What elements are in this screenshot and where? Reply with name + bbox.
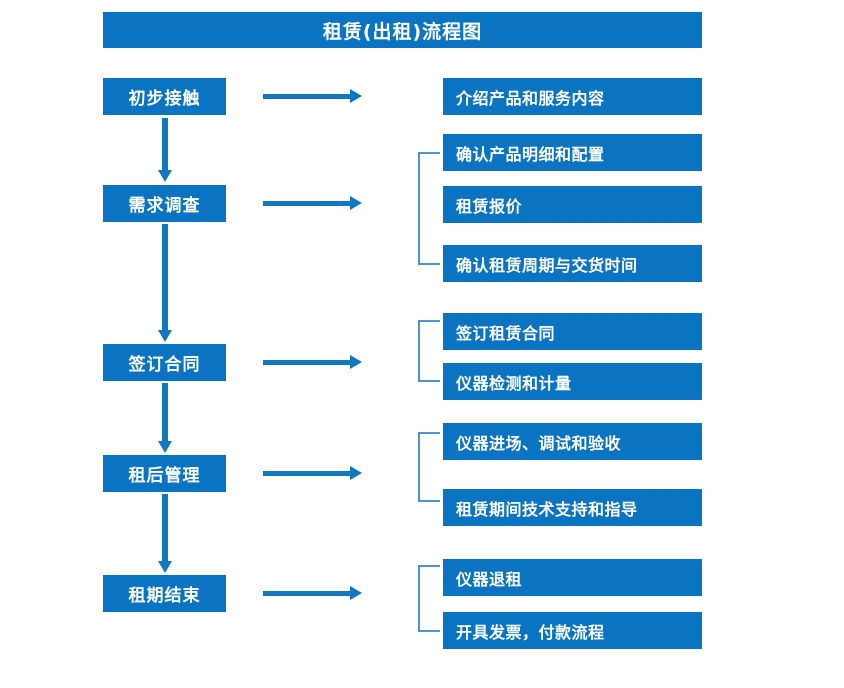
arrow-head-down-icon	[158, 441, 172, 453]
horizontal-arrow-4	[263, 466, 362, 480]
detail-box-9[interactable]: 仪器退租	[443, 559, 702, 596]
stage-box-1[interactable]: 初步接触	[103, 78, 226, 115]
group-bracket-requirements	[418, 152, 440, 265]
arrow-head-down-icon	[158, 330, 172, 342]
horizontal-arrow-5	[263, 586, 362, 600]
detail-box-1[interactable]: 介绍产品和服务内容	[443, 78, 702, 115]
arrow-shaft	[162, 224, 168, 330]
group-bracket-contract	[418, 320, 440, 382]
diagram-title: 租赁(出租)流程图	[103, 12, 702, 48]
vertical-arrow-1	[158, 118, 172, 182]
stage-box-5[interactable]: 租期结束	[103, 575, 226, 612]
detail-box-8[interactable]: 租赁期间技术支持和指导	[443, 489, 702, 526]
horizontal-arrow-3	[263, 355, 362, 369]
horizontal-arrow-1	[263, 89, 362, 103]
arrow-shaft	[263, 360, 352, 365]
group-bracket-end-of-term	[418, 565, 440, 632]
arrow-head-right-icon	[350, 355, 362, 369]
detail-box-5[interactable]: 签订租赁合同	[443, 313, 702, 350]
horizontal-arrow-2	[263, 196, 362, 210]
arrow-shaft	[162, 383, 168, 441]
arrow-shaft	[263, 591, 352, 596]
vertical-arrow-4	[158, 494, 172, 573]
arrow-shaft	[162, 494, 168, 561]
detail-box-7[interactable]: 仪器进场、调试和验收	[443, 423, 702, 460]
arrow-head-right-icon	[350, 196, 362, 210]
arrow-shaft	[263, 471, 352, 476]
arrow-head-right-icon	[350, 89, 362, 103]
vertical-arrow-3	[158, 383, 172, 453]
detail-box-2[interactable]: 确认产品明细和配置	[443, 134, 702, 171]
detail-box-6[interactable]: 仪器检测和计量	[443, 363, 702, 400]
arrow-head-down-icon	[158, 561, 172, 573]
arrow-shaft	[162, 118, 168, 170]
arrow-head-down-icon	[158, 170, 172, 182]
arrow-shaft	[263, 94, 352, 99]
stage-box-2[interactable]: 需求调查	[103, 185, 226, 222]
detail-box-10[interactable]: 开具发票，付款流程	[443, 612, 702, 649]
group-bracket-post-rental	[418, 432, 440, 502]
stage-box-4[interactable]: 租后管理	[103, 455, 226, 492]
detail-box-4[interactable]: 确认租赁周期与交货时间	[443, 245, 702, 282]
stage-box-3[interactable]: 签订合同	[103, 344, 226, 381]
vertical-arrow-2	[158, 224, 172, 342]
arrow-head-right-icon	[350, 586, 362, 600]
arrow-shaft	[263, 201, 352, 206]
detail-box-3[interactable]: 租赁报价	[443, 186, 702, 223]
arrow-head-right-icon	[350, 466, 362, 480]
